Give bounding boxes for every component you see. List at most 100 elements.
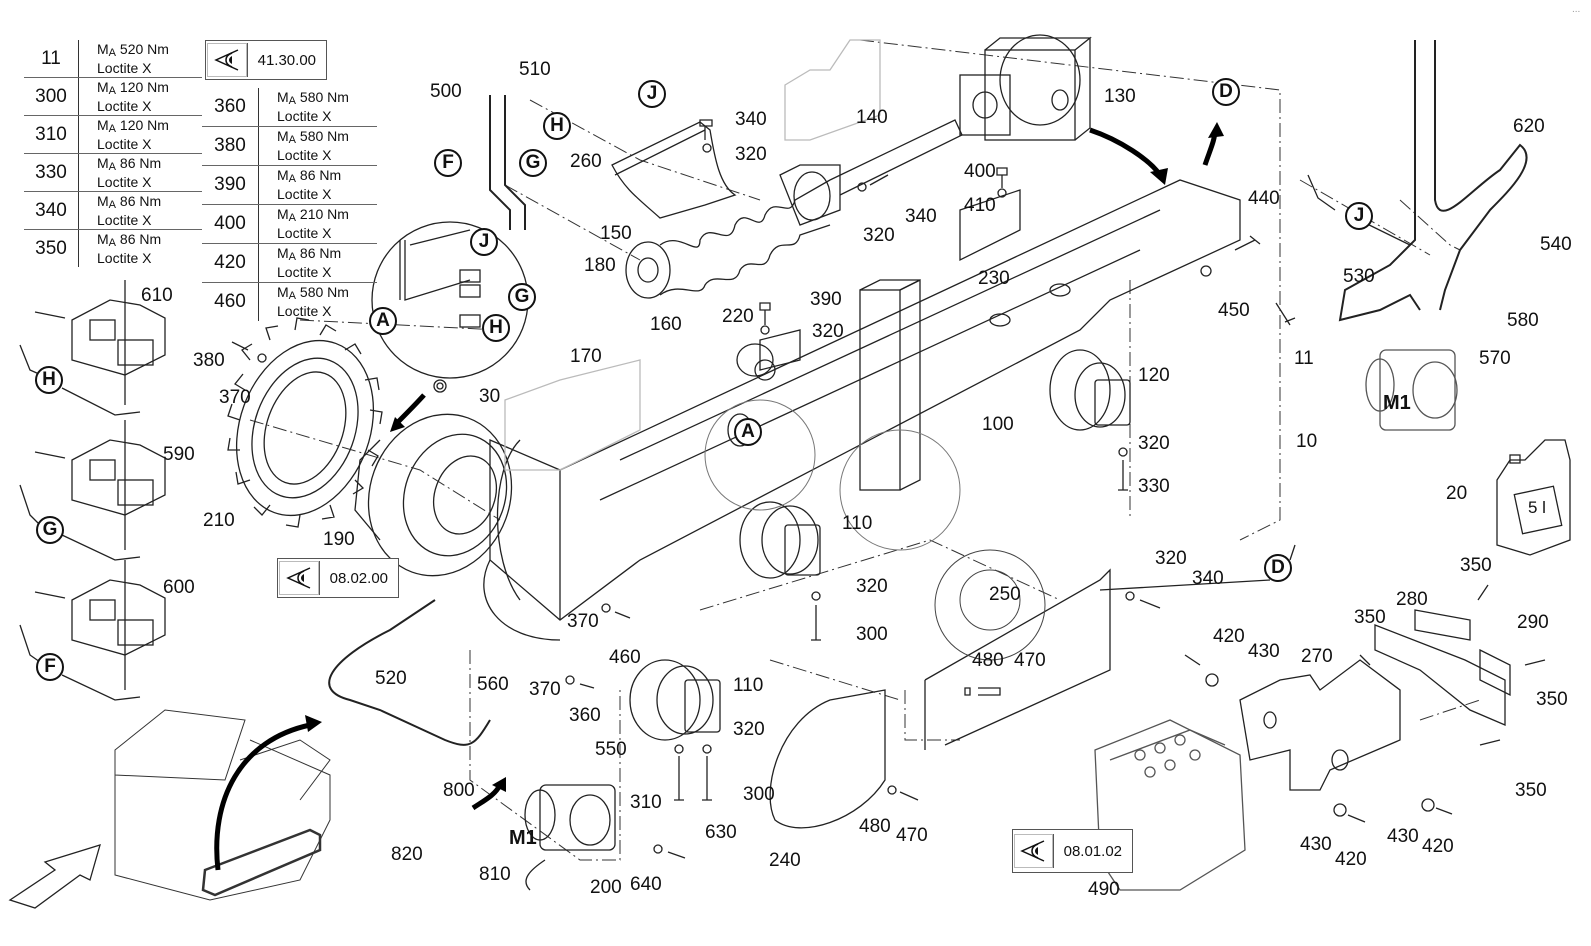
part-label-340[interactable]: 340 [1192, 568, 1224, 589]
part-label-210[interactable]: 210 [203, 510, 235, 531]
part-label-630[interactable]: 630 [705, 822, 737, 843]
part-label-330[interactable]: 330 [1138, 476, 1170, 497]
part-label-300[interactable]: 300 [743, 784, 775, 805]
reference-box-08-02-00[interactable]: 08.02.00 [277, 558, 399, 598]
part-label-470[interactable]: 470 [1014, 650, 1046, 671]
part-label-260[interactable]: 260 [570, 151, 602, 172]
part-label-350[interactable]: 350 [1354, 607, 1386, 628]
part-label-120[interactable]: 120 [1138, 365, 1170, 386]
part-label-320[interactable]: 320 [1138, 433, 1170, 454]
callout-f-top[interactable]: F [434, 149, 462, 177]
callout-j-detail[interactable]: J [470, 228, 498, 256]
part-label-800[interactable]: 800 [443, 780, 475, 801]
part-label-380[interactable]: 380 [193, 350, 225, 371]
part-label-480[interactable]: 480 [972, 650, 1004, 671]
part-label-20[interactable]: 20 [1446, 483, 1468, 504]
part-label-430[interactable]: 430 [1248, 641, 1280, 662]
part-label-420[interactable]: 420 [1213, 626, 1245, 647]
part-label-820[interactable]: 820 [391, 844, 423, 865]
part-label-250[interactable]: 250 [989, 584, 1021, 605]
part-label-370[interactable]: 370 [529, 679, 561, 700]
part-label-140[interactable]: 140 [856, 107, 888, 128]
part-label-440[interactable]: 440 [1248, 188, 1280, 209]
part-label-620[interactable]: 620 [1513, 116, 1545, 137]
part-label-480[interactable]: 480 [859, 816, 891, 837]
reference-box-41-30-00[interactable]: 41.30.00 [205, 40, 327, 80]
part-label-340[interactable]: 340 [905, 206, 937, 227]
part-label-270[interactable]: 270 [1301, 646, 1333, 667]
part-label-240[interactable]: 240 [769, 850, 801, 871]
part-label-590[interactable]: 590 [163, 444, 195, 465]
part-label-370[interactable]: 370 [219, 387, 251, 408]
part-label-350[interactable]: 350 [1460, 555, 1492, 576]
part-label-450[interactable]: 450 [1218, 300, 1250, 321]
motor-label-m1-right[interactable]: M1 [1383, 392, 1411, 414]
part-label-310[interactable]: 310 [630, 792, 662, 813]
callout-a-frame[interactable]: A [734, 418, 762, 446]
part-label-530[interactable]: 530 [1343, 266, 1375, 287]
reference-box-08-01-02[interactable]: 08.01.02 [1012, 829, 1133, 873]
part-label-160[interactable]: 160 [650, 314, 682, 335]
part-label-610[interactable]: 610 [141, 285, 173, 306]
callout-g-detail[interactable]: G [508, 283, 536, 311]
part-label-640[interactable]: 640 [630, 874, 662, 895]
part-label-460[interactable]: 460 [609, 647, 641, 668]
part-label-350[interactable]: 350 [1536, 689, 1568, 710]
part-label-320[interactable]: 320 [735, 144, 767, 165]
part-label-360[interactable]: 360 [569, 705, 601, 726]
part-label-190[interactable]: 190 [323, 529, 355, 550]
callout-g-left[interactable]: G [36, 516, 64, 544]
part-label-130[interactable]: 130 [1104, 86, 1136, 107]
callout-f-left[interactable]: F [36, 653, 64, 681]
part-label-600[interactable]: 600 [163, 577, 195, 598]
part-label-430[interactable]: 430 [1387, 826, 1419, 847]
part-label-420[interactable]: 420 [1422, 836, 1454, 857]
part-label-320[interactable]: 320 [733, 719, 765, 740]
part-label-350[interactable]: 350 [1515, 780, 1547, 801]
part-label-520[interactable]: 520 [375, 668, 407, 689]
part-label-150[interactable]: 150 [600, 223, 632, 244]
part-label-580[interactable]: 580 [1507, 310, 1539, 331]
part-label-540[interactable]: 540 [1540, 234, 1572, 255]
part-label-430[interactable]: 430 [1300, 834, 1332, 855]
part-label-500[interactable]: 500 [430, 81, 462, 102]
part-label-11[interactable]: 11 [1294, 348, 1314, 369]
part-label-220[interactable]: 220 [722, 306, 754, 327]
callout-h-detail[interactable]: H [482, 314, 510, 342]
callout-g-top[interactable]: G [519, 149, 547, 177]
part-label-110[interactable]: 110 [733, 675, 764, 696]
part-label-100[interactable]: 100 [982, 414, 1014, 435]
callout-j-right[interactable]: J [1345, 202, 1373, 230]
callout-h-left[interactable]: H [35, 366, 63, 394]
part-label-390[interactable]: 390 [810, 289, 842, 310]
part-label-570[interactable]: 570 [1479, 348, 1511, 369]
part-label-290[interactable]: 290 [1517, 612, 1549, 633]
part-label-30[interactable]: 30 [479, 386, 501, 407]
part-label-170[interactable]: 170 [570, 346, 602, 367]
part-label-280[interactable]: 280 [1396, 589, 1428, 610]
part-label-490[interactable]: 490 [1088, 879, 1120, 900]
callout-a-detail[interactable]: A [369, 307, 397, 335]
part-label-110[interactable]: 110 [842, 513, 873, 534]
part-label-510[interactable]: 510 [519, 59, 551, 80]
callout-h-top[interactable]: H [543, 112, 571, 140]
callout-d-top[interactable]: D [1212, 78, 1240, 106]
part-label-180[interactable]: 180 [584, 255, 616, 276]
part-label-10[interactable]: 10 [1296, 431, 1318, 452]
part-label-340[interactable]: 340 [735, 109, 767, 130]
part-label-810[interactable]: 810 [479, 864, 511, 885]
part-label-400[interactable]: 400 [964, 161, 996, 182]
callout-j-top[interactable]: J [638, 80, 666, 108]
part-label-420[interactable]: 420 [1335, 849, 1367, 870]
part-label-230[interactable]: 230 [978, 268, 1010, 289]
motor-label-m1[interactable]: M1 [509, 827, 537, 849]
callout-d-bottom[interactable]: D [1264, 554, 1292, 582]
part-label-560[interactable]: 560 [477, 674, 509, 695]
part-label-200[interactable]: 200 [590, 877, 622, 898]
part-label-550[interactable]: 550 [595, 739, 627, 760]
part-label-320[interactable]: 320 [863, 225, 895, 246]
part-label-320[interactable]: 320 [812, 321, 844, 342]
part-label-370[interactable]: 370 [567, 611, 599, 632]
part-label-470[interactable]: 470 [896, 825, 928, 846]
part-label-410[interactable]: 410 [964, 195, 996, 216]
